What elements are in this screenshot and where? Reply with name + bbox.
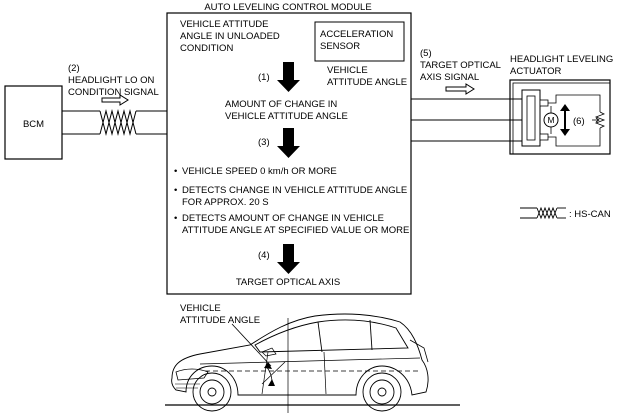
target-signal-number: (5) [420, 48, 432, 59]
headlight-signal-number: (2) [68, 63, 80, 74]
target-signal-arrow-icon [445, 83, 475, 95]
step-3-number: (3) [258, 137, 270, 148]
condition-3-label-1: DETECTS AMOUNT OF CHANGE IN VEHICLE [182, 213, 384, 224]
acceleration-sensor-label-2: SENSOR [320, 41, 360, 52]
target-signal-label-1: TARGET OPTICAL [420, 60, 501, 71]
hs-can-legend-label: : HS-CAN [569, 209, 611, 220]
condition-2-label-1: DETECTS CHANGE IN VEHICLE ATTITUDE ANGLE [182, 185, 407, 196]
unloaded-angle-label-3: CONDITION [180, 43, 233, 54]
actuator-label-2: ACTUATOR [510, 66, 562, 77]
headlight-signal-label-2: CONDITION SIGNAL [68, 87, 159, 98]
condition-1-bullet: • [174, 166, 177, 177]
step-1-arrow-icon [277, 62, 300, 92]
module-to-actuator-wires [411, 98, 522, 142]
vehicle-angle-label-1: VEHICLE [180, 303, 221, 314]
actuator-assembly [509, 79, 611, 155]
target-signal-label-2: AXIS SIGNAL [420, 72, 479, 83]
potentiometer-icon [592, 111, 606, 129]
acceleration-sensor-box [314, 21, 405, 62]
headlight-signal-arrow-icon [101, 94, 129, 106]
module-title: AUTO LEVELING CONTROL MODULE [204, 2, 371, 13]
step-1-number: (1) [258, 72, 270, 83]
unloaded-angle-label-1: VEHICLE ATTITUDE [180, 19, 269, 30]
acceleration-sensor-label-1: ACCELERATION [320, 29, 393, 40]
condition-2-label-2: FOR APPROX. 20 S [182, 197, 269, 208]
hs-can-legend-symbol [520, 206, 566, 220]
sensor-output-label-1: VEHICLE [327, 65, 368, 76]
change-amount-label-2: VEHICLE ATTITUDE ANGLE [225, 111, 348, 122]
step-4-arrow-icon [277, 244, 300, 274]
bcm-label: BCM [23, 119, 44, 130]
step-3-arrow-icon [277, 128, 300, 158]
actuator-label-1: HEADLIGHT LEVELING [510, 54, 613, 65]
motor-label: M [547, 115, 554, 125]
hs-can-bus-left [62, 109, 167, 136]
control-module-box [166, 12, 412, 295]
vehicle-angle-label-2: ATTITUDE ANGLE [180, 315, 260, 326]
condition-3-bullet: • [174, 213, 177, 224]
sensor-output-label-2: ATTITUDE ANGLE [327, 77, 407, 88]
unloaded-angle-label-2: ANGLE IN UNLOADED [180, 31, 280, 42]
up-down-arrow-icon [560, 104, 570, 136]
target-optical-axis-label: TARGET OPTICAL AXIS [236, 277, 340, 288]
attitude-angle-indicator [205, 318, 420, 413]
step-4-number: (4) [258, 250, 270, 261]
vehicle-illustration [165, 313, 460, 412]
condition-2-bullet: • [174, 185, 177, 196]
condition-1-label: VEHICLE SPEED 0 km/h OR MORE [182, 166, 337, 177]
condition-3-label-2: ATTITUDE ANGLE AT SPECIFIED VALUE OR MOR… [182, 225, 409, 236]
actuator-number: (6) [573, 116, 585, 127]
change-amount-label-1: AMOUNT OF CHANGE IN [225, 99, 337, 110]
headlight-signal-label-1: HEADLIGHT LO ON [68, 75, 155, 86]
bcm-box [4, 85, 63, 160]
